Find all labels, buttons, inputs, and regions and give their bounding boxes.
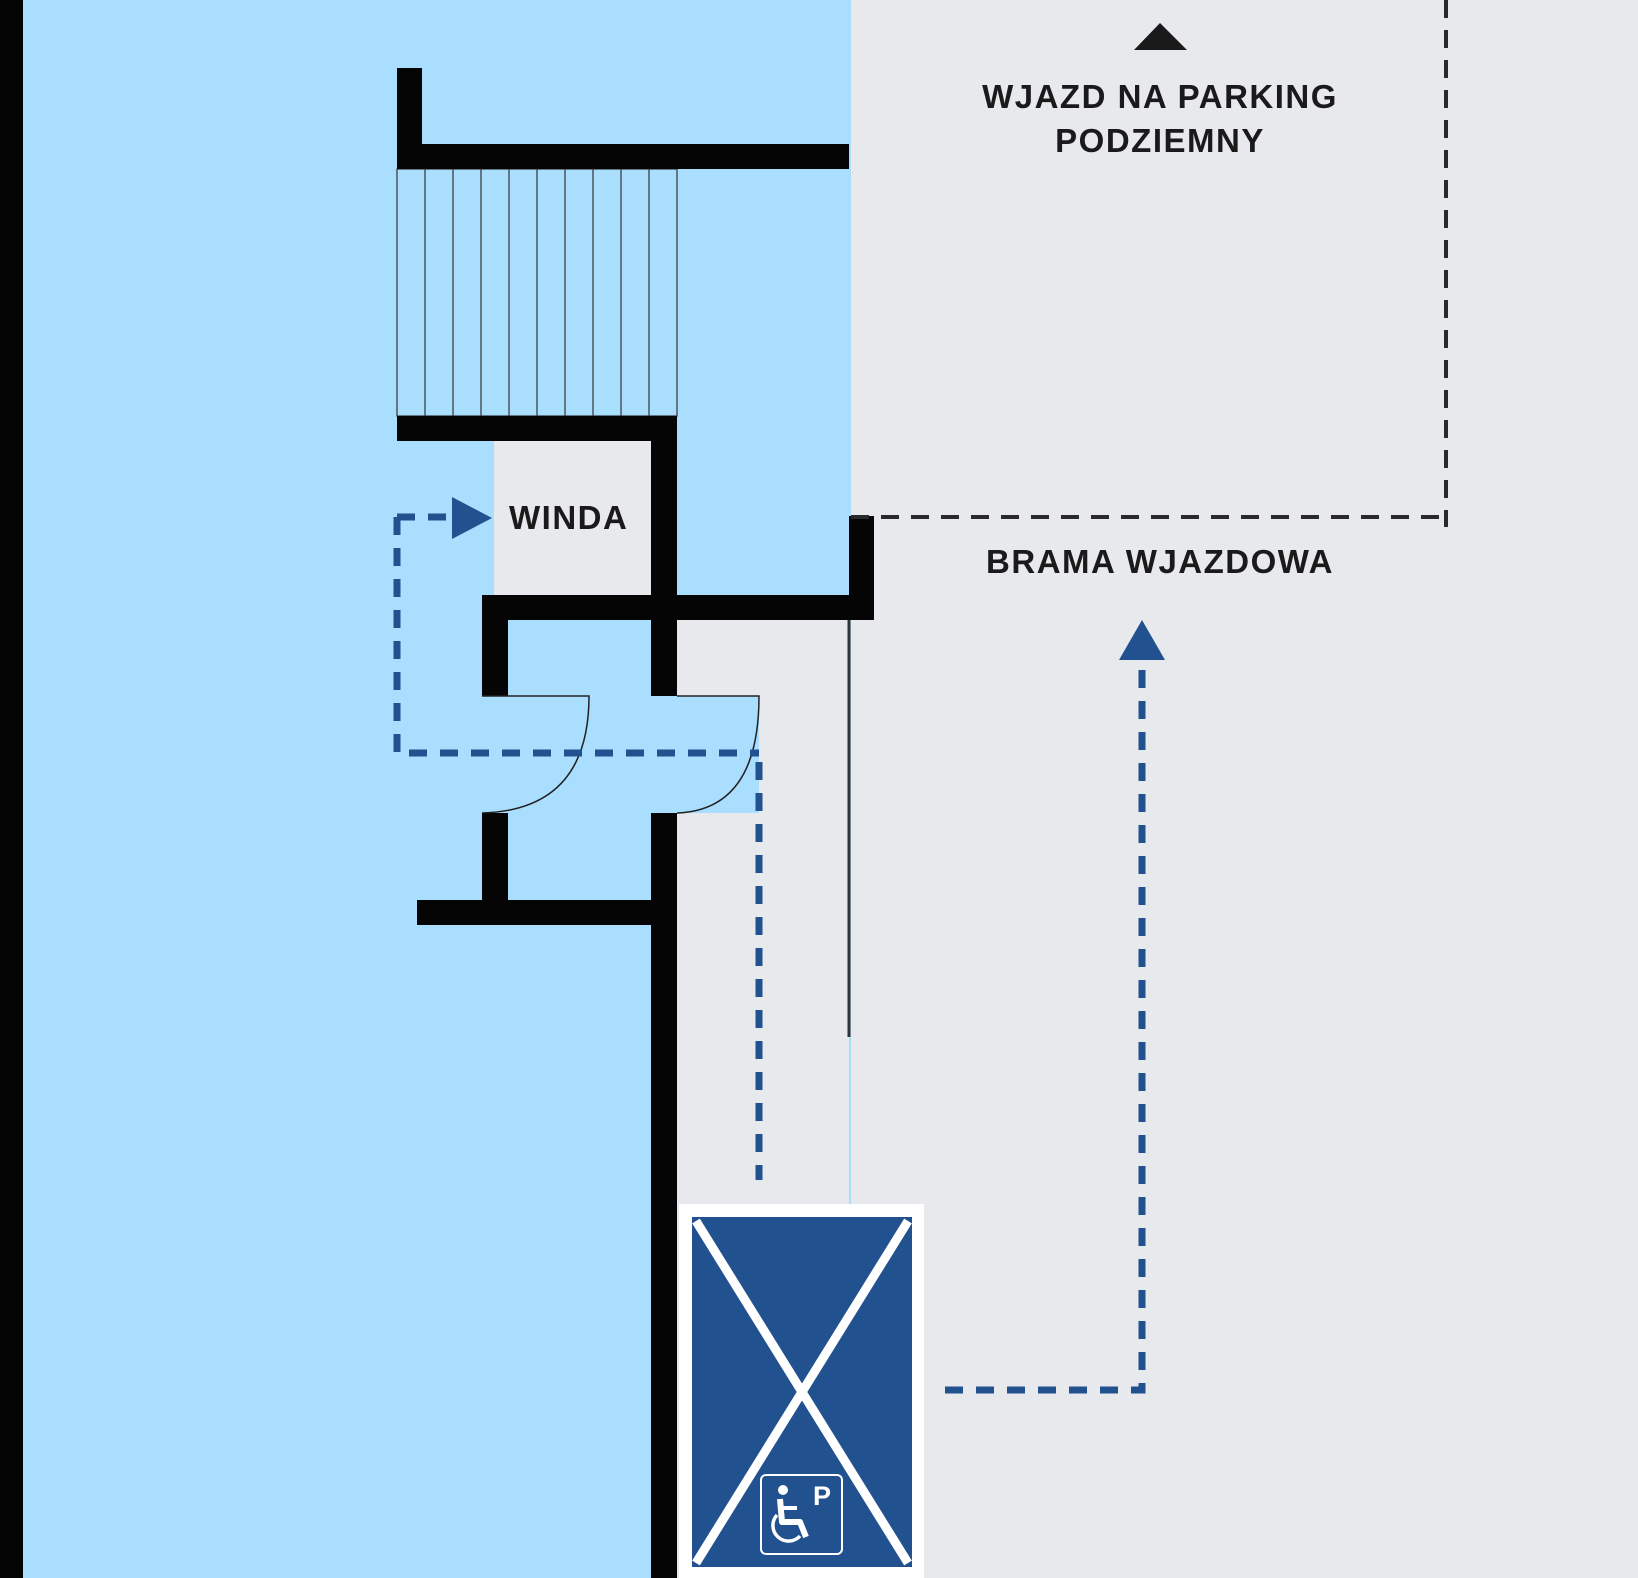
wheelchair-icon: P <box>760 1474 843 1555</box>
door-outer <box>676 695 760 814</box>
route-arrow-icon <box>452 497 492 539</box>
elevator-room <box>494 441 651 595</box>
elevator-label: WINDA <box>509 499 628 536</box>
left-wall <box>0 0 23 1578</box>
stairs <box>396 168 678 417</box>
parking-sign-letter: P <box>813 1481 831 1511</box>
parking-entrance-label-1: WJAZD NA PARKING <box>982 78 1338 115</box>
parking-entrance-label-2: PODZIEMNY <box>1055 122 1265 159</box>
up-arrow-icon <box>1134 23 1187 50</box>
entrance-gate-label: BRAMA WJAZDOWA <box>986 543 1334 580</box>
accessible-route <box>393 513 1146 1394</box>
gate-boundary <box>851 0 1448 527</box>
door-inner <box>481 695 590 814</box>
route-arrow-icon <box>1119 620 1165 660</box>
walls <box>397 68 874 1578</box>
disabled-parking-space: P <box>679 1204 924 1578</box>
